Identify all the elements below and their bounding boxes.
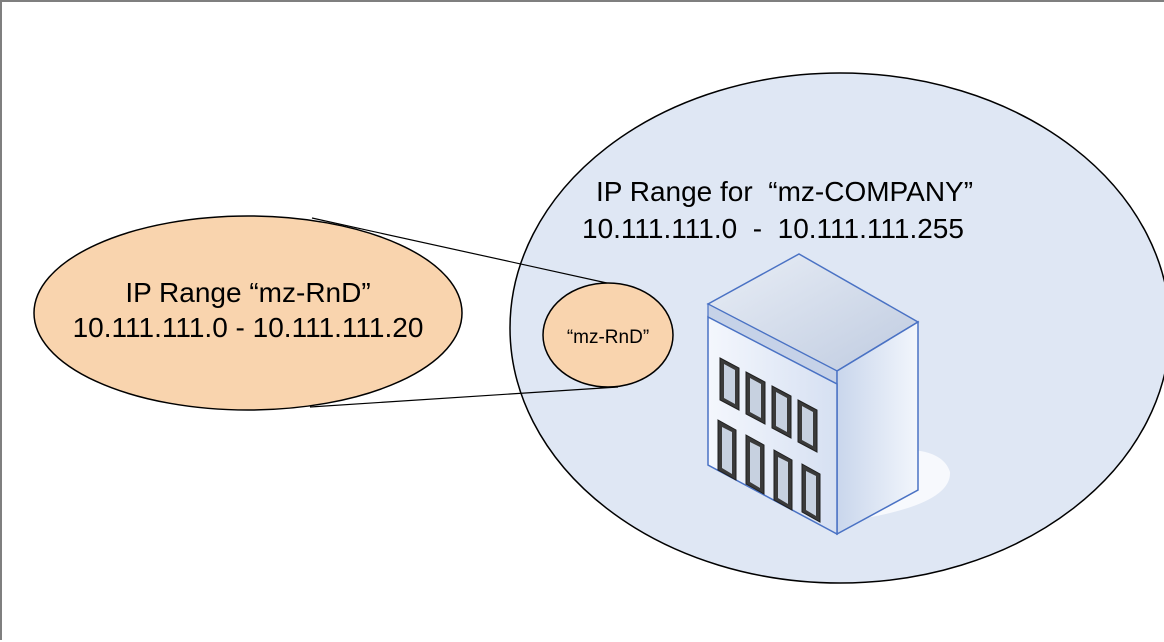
rnd-callout-range: 10.111.111.0 - 10.111.111.20 <box>73 312 424 343</box>
callout-connector-bottom <box>309 386 619 408</box>
rnd-subnet-circle <box>542 282 674 388</box>
rnd-subnet-label: “mz-RnD” <box>567 327 649 348</box>
rnd-callout-title: IP Range “mz-RnD” <box>125 277 370 308</box>
office-building-icon <box>706 253 951 536</box>
company-range-title: IP Range for “mz-COMPANY” <box>596 176 973 207</box>
rnd-callout-ellipse <box>33 215 463 411</box>
callout-connector-top <box>311 217 617 286</box>
company-range-addresses: 10.111.111.0 - 10.111.111.255 <box>582 213 964 244</box>
